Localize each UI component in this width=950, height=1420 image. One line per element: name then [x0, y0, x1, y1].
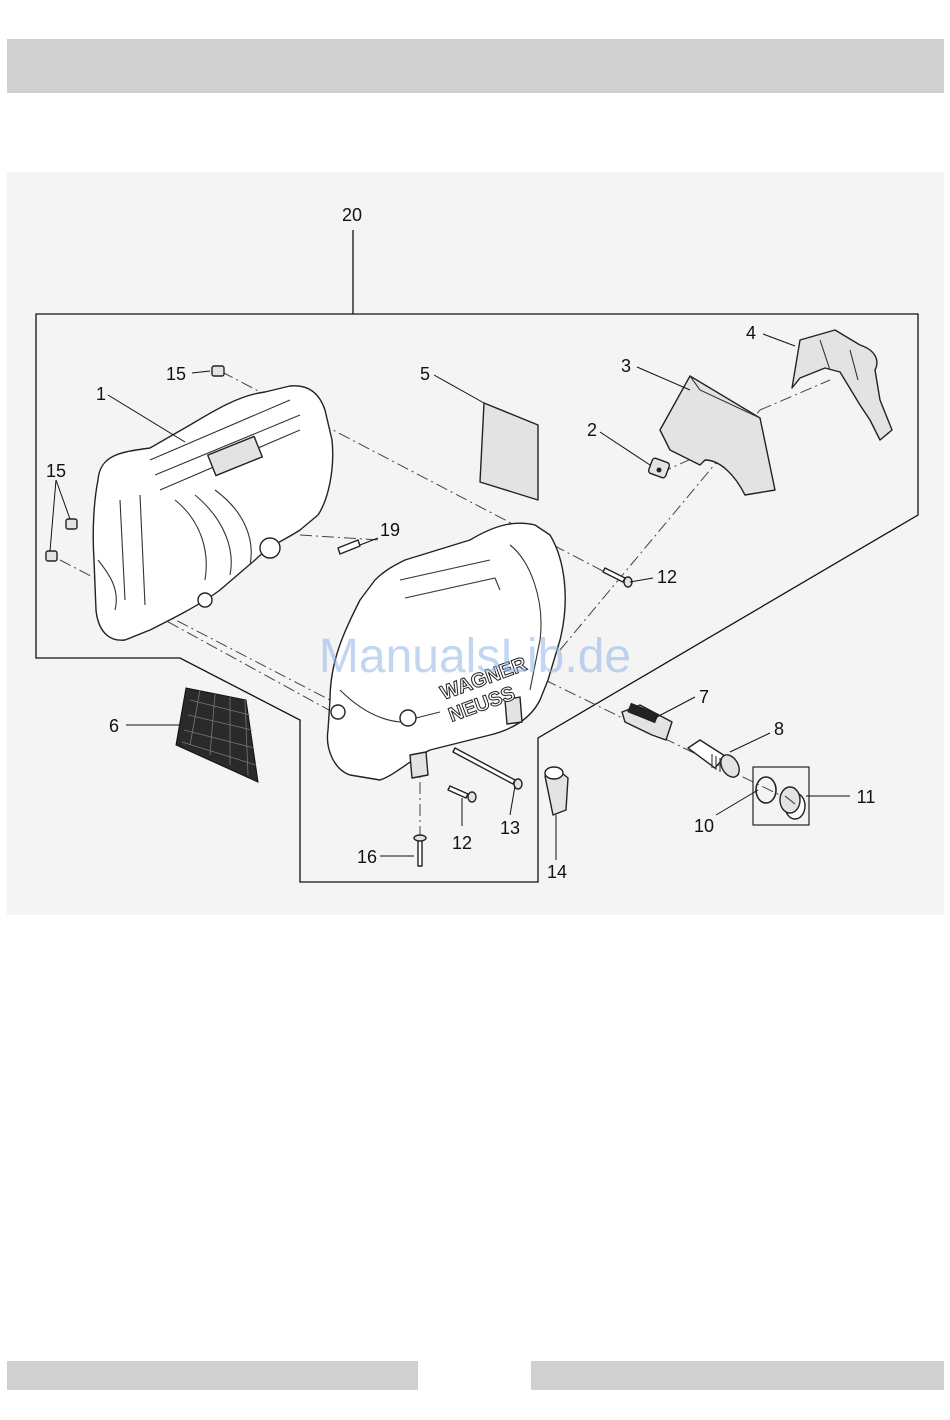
callout-11: 11: [857, 787, 876, 807]
callout-10: 10: [694, 816, 714, 836]
screw-15-mid: [66, 519, 77, 529]
callout-8: 8: [774, 719, 784, 739]
screw-12-right: [603, 568, 632, 587]
handle-cover: [660, 376, 775, 495]
screw-15-low: [46, 551, 57, 561]
callout-20: 20: [342, 205, 362, 225]
cap-part: [753, 767, 809, 825]
o-ring: [756, 777, 776, 803]
filter-pad: [480, 403, 538, 500]
screw-15-top: [212, 366, 224, 376]
top-cap: [792, 330, 892, 440]
callout-15-top: 15: [166, 364, 186, 384]
rod-13: [453, 748, 522, 789]
mesh-screen: [176, 688, 258, 782]
switch-part: [622, 703, 672, 740]
callout-12-bottom: 12: [452, 833, 472, 853]
callout-12-right: 12: [657, 567, 677, 587]
rear-housing: [93, 386, 332, 640]
callout-3: 3: [621, 356, 631, 376]
callout-14: 14: [547, 862, 567, 882]
callout-1: 1: [96, 384, 106, 404]
callout-16: 16: [357, 847, 377, 867]
clip-part: [648, 457, 670, 478]
clip-19: [338, 540, 360, 554]
callout-15-left: 15: [46, 461, 66, 481]
callout-2: 2: [587, 420, 597, 440]
screw-16: [414, 835, 426, 866]
callout-19: 19: [380, 520, 400, 540]
callout-5: 5: [420, 364, 430, 384]
sleeve-14: [545, 767, 568, 815]
fuse-holder: [688, 740, 743, 780]
callout-7: 7: [699, 687, 709, 707]
watermark: ManualsLib.de: [319, 630, 631, 683]
callout-6: 6: [109, 716, 119, 736]
callout-4: 4: [746, 323, 756, 343]
callout-13: 13: [500, 818, 520, 838]
